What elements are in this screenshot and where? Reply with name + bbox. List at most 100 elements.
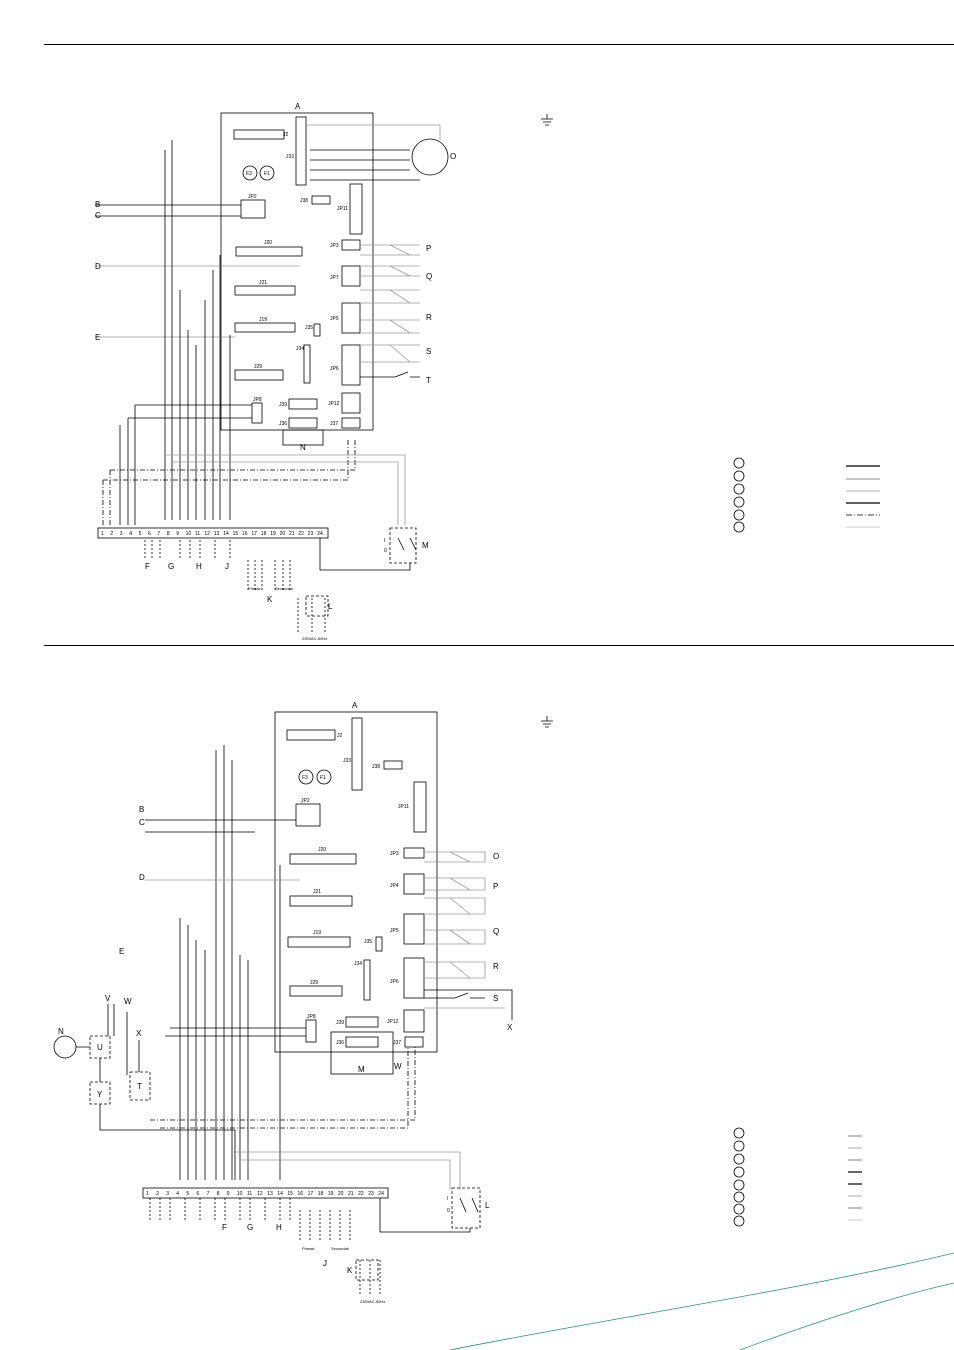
d2-j36: J36 bbox=[336, 1040, 344, 1046]
d1-j2: J2 bbox=[283, 132, 289, 138]
terminal-number: 23 bbox=[308, 531, 314, 537]
d2-label-w2: W bbox=[394, 1062, 402, 1071]
d1-f1: F1 bbox=[264, 171, 270, 177]
top-rule bbox=[44, 44, 954, 45]
d1-label-e: E bbox=[95, 333, 100, 342]
terminal-number: 19 bbox=[270, 531, 276, 537]
terminal-number: 9 bbox=[227, 1191, 230, 1197]
terminal-number: 2 bbox=[156, 1191, 159, 1197]
terminal-number: 1 bbox=[101, 531, 104, 537]
switch-l-2 bbox=[451, 1187, 481, 1229]
terminal-number: 2 bbox=[110, 531, 113, 537]
d2-label-u: U bbox=[97, 1043, 103, 1052]
middle-rule bbox=[44, 645, 954, 646]
d2-secondary: Secundair bbox=[331, 1246, 350, 1251]
d2-label-b: B bbox=[139, 805, 144, 814]
d1-jp12: JP12 bbox=[328, 401, 340, 407]
d2-jp2: JP2 bbox=[301, 798, 310, 804]
d1-jp11: JP11 bbox=[337, 206, 348, 212]
d1-label-m: M bbox=[422, 541, 429, 550]
terminal-number: 24 bbox=[378, 1191, 384, 1197]
motor-n-2 bbox=[53, 1035, 77, 1059]
terminal-number: 19 bbox=[328, 1191, 334, 1197]
terminal-number: 18 bbox=[318, 1191, 324, 1197]
d1-j38: J38 bbox=[300, 198, 308, 204]
d2-j19: J19 bbox=[313, 930, 321, 936]
d1-label-t: T bbox=[426, 376, 431, 385]
terminal-number: 12 bbox=[257, 1191, 263, 1197]
d2-label-c: C bbox=[139, 818, 145, 827]
d1-j34: J34 bbox=[296, 346, 304, 352]
d1-jp8: JP8 bbox=[253, 397, 262, 403]
terminal-number: 13 bbox=[267, 1191, 273, 1197]
d1-board-label: A bbox=[295, 102, 301, 111]
d2-switch-i: I bbox=[447, 1196, 448, 1202]
d1-j21: J21 bbox=[259, 280, 267, 286]
d2-jp5: JP5 bbox=[390, 928, 399, 934]
d1-jp7: JP7 bbox=[330, 275, 339, 281]
fuse-f1 bbox=[259, 165, 275, 181]
terminal-number: 20 bbox=[338, 1191, 344, 1197]
accent-curve-2 bbox=[739, 1282, 954, 1350]
d2-switch-0: 0 bbox=[447, 1208, 450, 1214]
terminal-number: 22 bbox=[358, 1191, 364, 1197]
d2-j2: J2 bbox=[337, 733, 343, 739]
legend-2 bbox=[733, 1127, 862, 1227]
control-board bbox=[220, 112, 374, 431]
switch-l-1 bbox=[305, 595, 329, 617]
accent-curve-1 bbox=[449, 1252, 954, 1350]
d1-j36: J36 bbox=[279, 421, 287, 427]
d2-j37: J37 bbox=[393, 1040, 401, 1046]
d1-j35: J35 bbox=[305, 325, 313, 331]
terminal-number: 22 bbox=[298, 531, 304, 537]
terminal-number: 18 bbox=[261, 531, 267, 537]
d1-switch-i: I bbox=[384, 538, 385, 544]
d2-label-q: Q bbox=[493, 927, 499, 936]
switch-m-1 bbox=[389, 527, 417, 564]
terminal-number: 4 bbox=[176, 1191, 179, 1197]
d2-jp11: JP11 bbox=[398, 804, 409, 810]
terminal-number: 17 bbox=[251, 531, 257, 537]
d2-label-p: P bbox=[493, 882, 498, 891]
d2-label-s: S bbox=[493, 994, 498, 1003]
d2-jp6: JP6 bbox=[390, 979, 399, 985]
d2-label-m: M bbox=[358, 1065, 365, 1074]
d2-primary: Primair bbox=[302, 1246, 315, 1251]
d1-jp5: JP5 bbox=[330, 316, 339, 322]
terminal-number: 11 bbox=[247, 1191, 252, 1197]
d2-j38: J38 bbox=[372, 764, 380, 770]
d1-label-h: H bbox=[196, 562, 202, 571]
d1-label-n: N bbox=[300, 443, 306, 452]
d2-label-w: W bbox=[124, 997, 132, 1006]
d1-j37: J37 bbox=[330, 421, 338, 427]
terminal-number: 14 bbox=[277, 1191, 283, 1197]
motor-o bbox=[411, 138, 449, 176]
d2-label-x-right: X bbox=[507, 1023, 513, 1032]
terminal-number: 15 bbox=[233, 531, 239, 537]
d1-label-o: O bbox=[450, 152, 456, 161]
terminal-number: 11 bbox=[195, 531, 200, 537]
fuse-f3 bbox=[242, 165, 258, 181]
d1-j39: J39 bbox=[279, 402, 287, 408]
terminal-number: 21 bbox=[289, 531, 295, 537]
d2-j20: J20 bbox=[318, 847, 326, 853]
d2-jp3: JP3 bbox=[390, 851, 399, 857]
d2-label-f: F bbox=[222, 1223, 227, 1232]
terminal-number: 12 bbox=[204, 531, 210, 537]
terminal-number: 3 bbox=[120, 531, 123, 537]
d2-label-v: V bbox=[105, 994, 111, 1003]
d2-label-x: X bbox=[136, 1029, 142, 1038]
control-board-2 bbox=[274, 711, 438, 1053]
d2-jp12: JP12 bbox=[387, 1019, 399, 1025]
terminal-number: 7 bbox=[207, 1191, 210, 1197]
d2-label-j: J bbox=[323, 1259, 327, 1268]
d2-label-o: O bbox=[493, 852, 499, 861]
d1-label-j: J bbox=[225, 562, 229, 571]
d2-label-d: D bbox=[139, 873, 145, 882]
d2-label-g: G bbox=[247, 1223, 253, 1232]
d2-j35: J35 bbox=[364, 939, 372, 945]
d2-j39: J39 bbox=[336, 1020, 344, 1026]
d2-label-e: E bbox=[119, 947, 124, 956]
d1-label-s: S bbox=[426, 347, 431, 356]
